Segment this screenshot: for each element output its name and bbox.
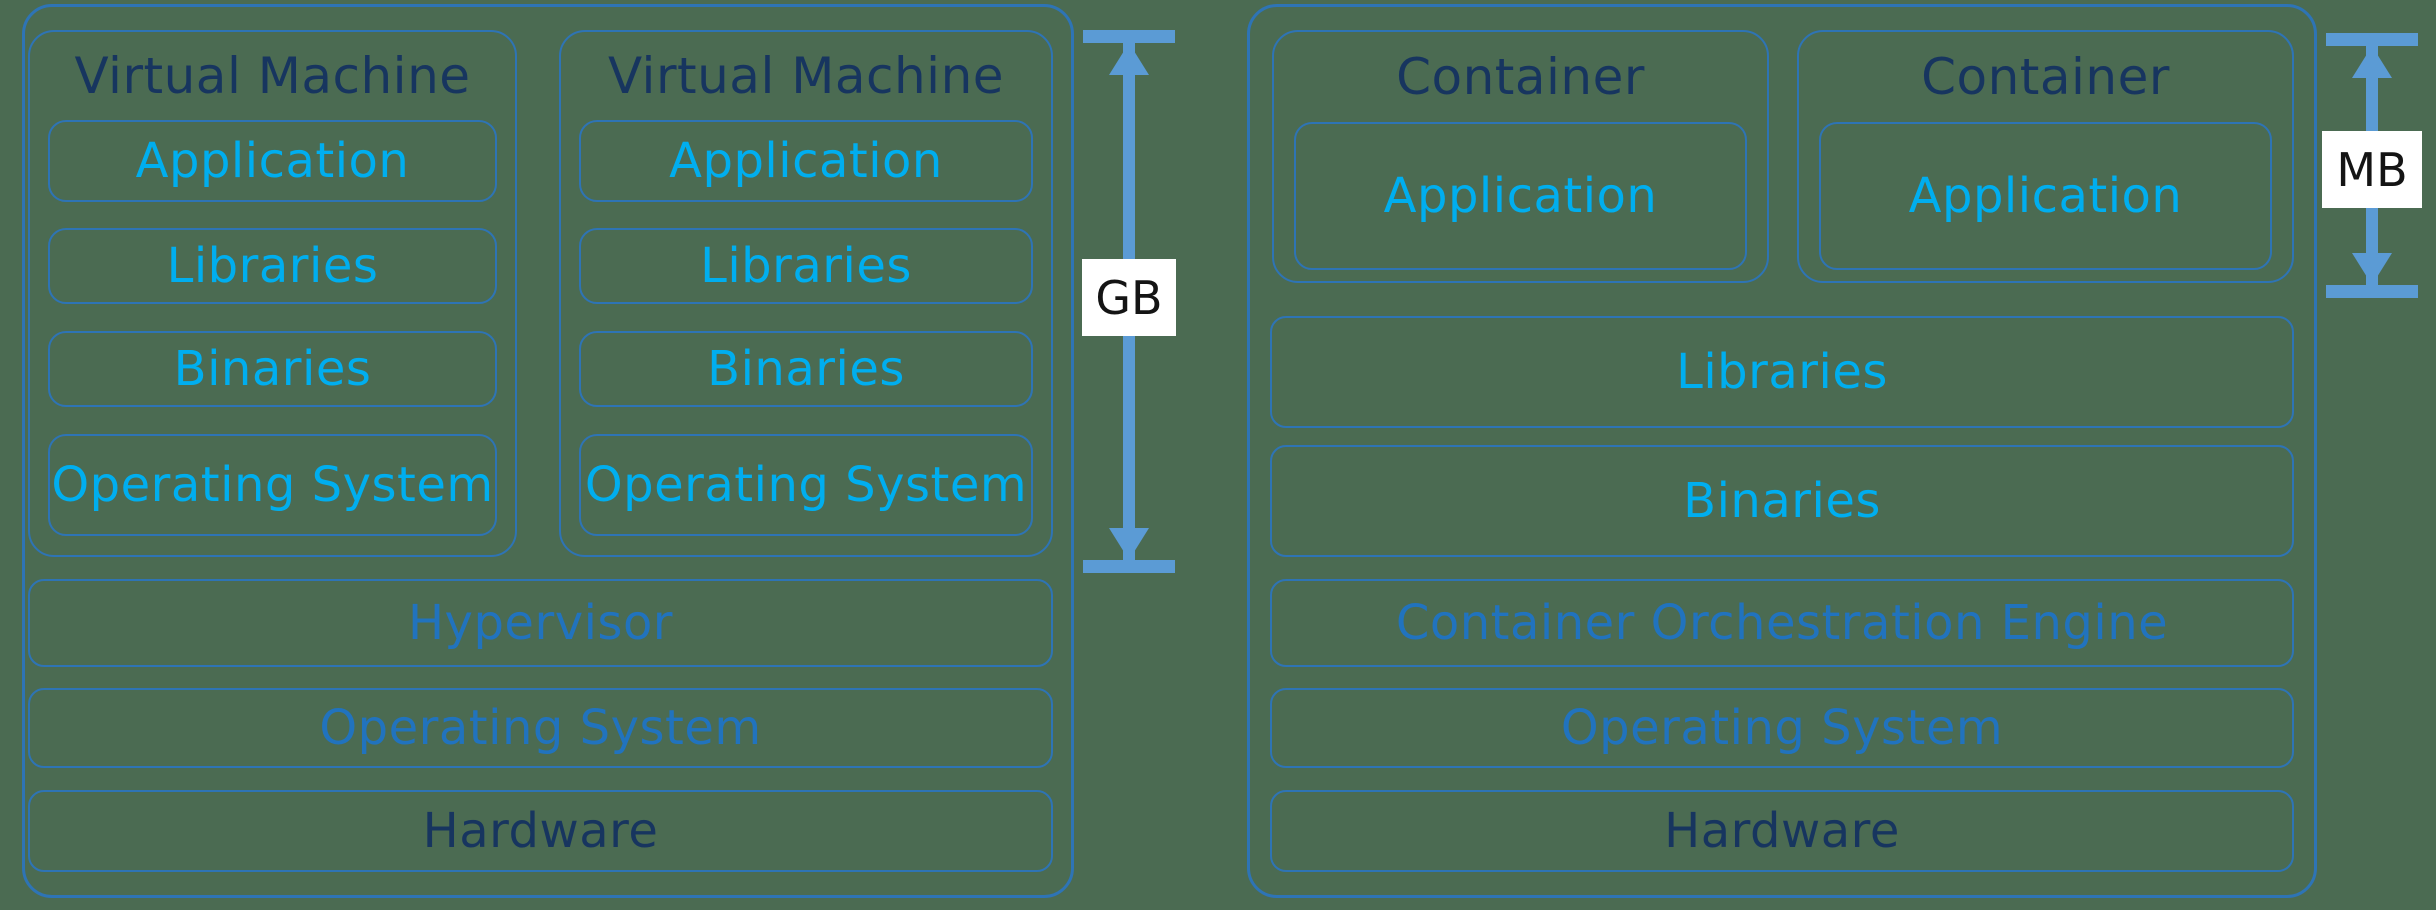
mb-arrow-bottom-cap: [2326, 285, 2418, 298]
vm-1-layer-operating-system: Operating System: [48, 434, 497, 536]
mb-arrow-top-cap: [2326, 33, 2418, 46]
container-stack-outer-box: [1247, 4, 2317, 898]
container-1-title: Container: [1396, 48, 1645, 106]
gb-arrow-down-head-icon: [1109, 528, 1149, 560]
container-2-title: Container: [1921, 48, 2170, 106]
hypervisor-row: Hypervisor: [28, 579, 1053, 667]
vm-box-1: Virtual Machine Application Libraries Bi…: [28, 30, 517, 557]
binaries-row: Binaries: [1270, 445, 2294, 557]
vm-1-layer-libraries: Libraries: [48, 228, 497, 304]
container-2-layer-application: Application: [1819, 122, 2272, 270]
vm-2-title: Virtual Machine: [607, 47, 1005, 105]
vm-1-layer-binaries: Binaries: [48, 331, 497, 407]
container-orchestration-engine-row: Container Orchestration Engine: [1270, 579, 2294, 667]
gb-arrow-top-cap: [1083, 30, 1175, 43]
vm-2-layer-libraries: Libraries: [579, 228, 1033, 304]
mb-size-label: MB: [2322, 131, 2422, 208]
vm-1-layer-application: Application: [48, 120, 497, 202]
hardware-row-left: Hardware: [28, 790, 1053, 872]
vm-stack-outer-box: [22, 4, 1074, 898]
vm-2-layer-operating-system: Operating System: [579, 434, 1033, 536]
container-box-2: Container Application: [1797, 30, 2294, 283]
operating-system-row-right: Operating System: [1270, 688, 2294, 768]
gb-arrow-bottom-cap: [1083, 560, 1175, 573]
vm-2-layer-binaries: Binaries: [579, 331, 1033, 407]
mb-arrow-down-head-icon: [2352, 253, 2392, 285]
host-operating-system-row: Operating System: [28, 688, 1053, 768]
container-1-layer-application: Application: [1294, 122, 1747, 270]
hardware-row-right: Hardware: [1270, 790, 2294, 872]
container-box-1: Container Application: [1272, 30, 1769, 283]
gb-size-label: GB: [1082, 259, 1176, 336]
vm-2-layer-application: Application: [579, 120, 1033, 202]
vm-1-title: Virtual Machine: [74, 47, 471, 105]
vm-box-2: Virtual Machine Application Libraries Bi…: [559, 30, 1053, 557]
libraries-row: Libraries: [1270, 316, 2294, 428]
